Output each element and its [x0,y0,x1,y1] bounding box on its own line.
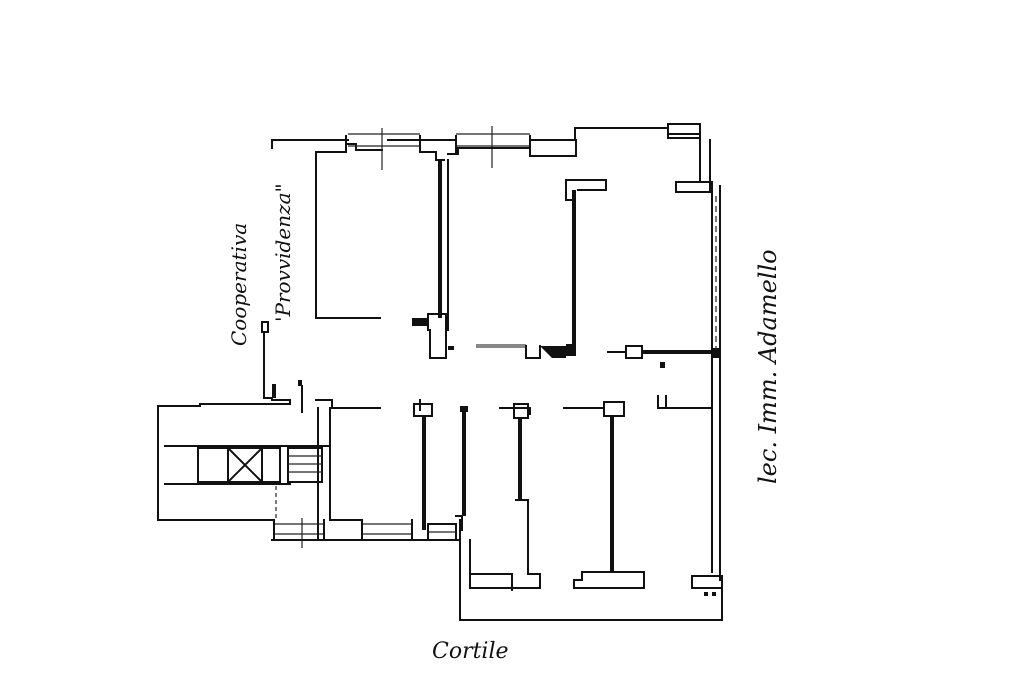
window-bottom-1 [273,518,325,548]
corridor [476,344,720,368]
lower-partition-2 [455,406,468,531]
window-top-2 [455,126,531,168]
room-top-middle [447,139,607,344]
lift-icon [197,446,281,484]
kitchen-block [412,313,454,359]
window-bottom-3 [427,523,457,541]
room-top-left [315,141,449,331]
courtyard-label: Cortile [432,639,509,664]
neighbor-right-label: lec. Imm. Adamello [754,249,782,484]
neighbor-left-label-1: Cooperativa [227,223,251,346]
neighbor-left-label-2: 'Provvidenza" [271,183,295,322]
room-top-right [667,123,711,193]
outer-walls [157,127,723,621]
entry-lobby [199,321,381,539]
lower-partition-4 [563,401,645,589]
lower-partition-1 [413,399,433,530]
stairs [275,447,323,520]
window-bottom-2 [361,519,413,541]
window-top-1 [345,128,421,170]
lower-partition-5 [657,395,723,596]
lower-partition-3 [469,403,541,591]
